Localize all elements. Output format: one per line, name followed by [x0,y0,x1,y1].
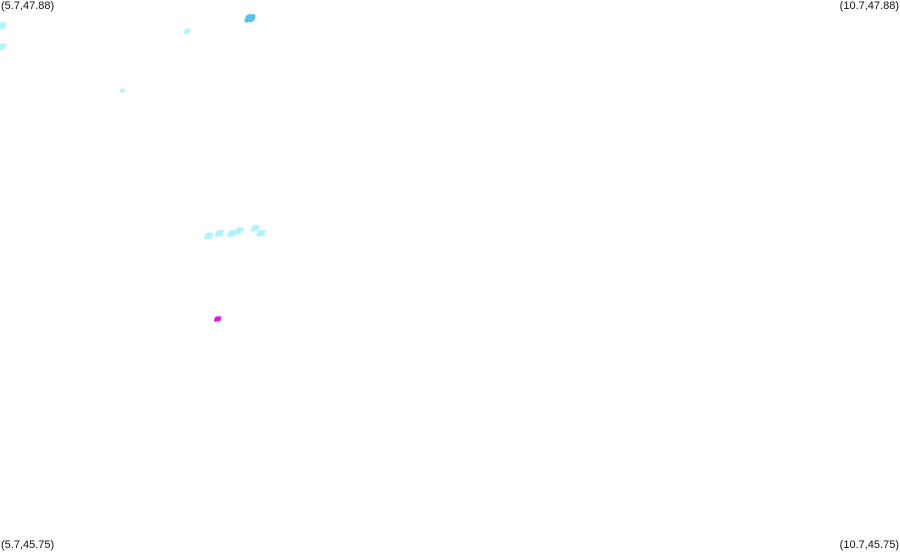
corner-bottom-right-label: (10.7,45.75) [839,539,899,551]
patch-cluster-6-speckle-2 [262,230,266,234]
patch-far-west-lower-speckle-2 [2,43,6,47]
patch-cluster-3-speckle-1 [227,233,232,237]
patch-north-center-speckle-2 [188,28,191,32]
patch-south-magenta-speckle-2 [218,316,222,319]
patch-west-small-speckle-1 [119,90,122,93]
patch-north-bright-speckle-2 [251,14,256,19]
corner-top-right-label: (10.7,47.88) [839,0,899,12]
patch-south-magenta-speckle-1 [214,318,217,322]
patch-west-small-speckle-2 [122,88,125,91]
patch-far-west-lower-speckle-1 [0,47,1,51]
patch-cluster-5-speckle-1 [250,228,255,232]
patch-cluster-1 [204,232,213,240]
patch-north-bright-speckle-1 [244,18,249,23]
patch-north-center-speckle-1 [183,31,187,35]
patch-far-west-upper-speckle-1 [0,26,1,30]
corner-bottom-left-label: (5.7,45.75) [1,539,55,551]
patch-cluster-3 [227,230,237,237]
patch-west-small [119,88,125,93]
patch-south-magenta [214,316,222,322]
patch-cluster-1-speckle-2 [209,232,213,236]
patch-cluster-4 [234,227,244,235]
patch-cluster-2 [214,230,224,237]
patch-cluster-5 [250,224,260,232]
patch-north-bright [244,14,256,23]
patch-cluster-4-speckle-1 [234,230,239,235]
corner-top-left-label: (5.7,47.88) [1,0,55,12]
patch-far-west-upper-speckle-2 [2,22,7,27]
patch-cluster-6 [256,230,266,237]
patch-cluster-2-speckle-1 [214,233,219,237]
patch-far-west-lower [0,43,6,51]
features-layer [0,14,266,322]
patch-cluster-4-speckle-2 [240,227,244,231]
patch-cluster-5-speckle-2 [256,224,260,229]
patch-cluster-2-speckle-2 [220,230,224,234]
patch-cluster-1-speckle-1 [204,236,208,240]
patch-cluster-6-speckle-1 [256,233,260,237]
patch-far-west-upper [0,22,7,30]
patch-north-center [183,28,191,35]
